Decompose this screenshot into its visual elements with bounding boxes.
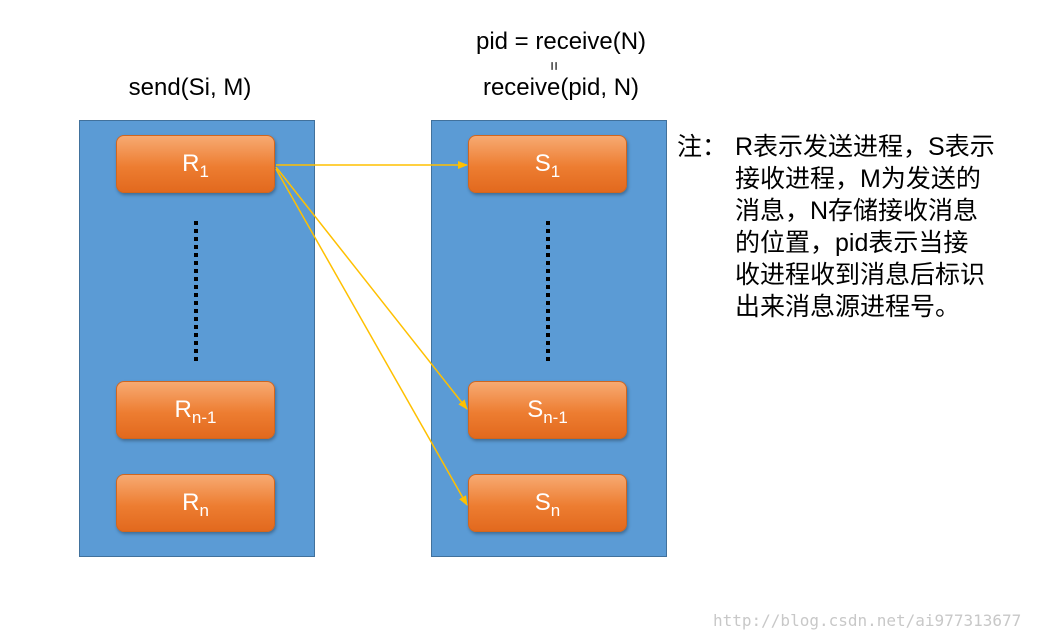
receive-with-pid-label: receive(pid, N) <box>482 74 640 101</box>
receive-call-label: pid = receive(N) <box>475 28 647 55</box>
process-label: R <box>182 489 200 516</box>
process-subscript: n <box>550 501 561 520</box>
equivalence-sign: = <box>545 61 562 71</box>
watermark: http://blog.csdn.net/ai977313677 <box>713 611 1022 630</box>
process-label: S <box>534 489 551 516</box>
note-line: 接收进程，M为发送的 <box>735 165 981 193</box>
process-label: S <box>534 150 551 177</box>
note-annotation: 注：R表示发送进程，S表示 接收进程，M为发送的 消息，N存储接收消息 的位置，… <box>677 131 995 323</box>
note-line: 的位置，pid表示当接 <box>735 229 969 257</box>
process-subscript: 1 <box>199 162 209 181</box>
process-subscript: n-1 <box>543 408 568 427</box>
process-label: R <box>182 150 200 177</box>
process-label: S <box>527 396 544 423</box>
process-subscript: 1 <box>550 162 561 181</box>
note-text: R表示发送进程，S表示 <box>735 133 995 161</box>
note-line: 消息，N存储接收消息 <box>735 197 979 225</box>
note-line: 注：R表示发送进程，S表示 <box>677 131 995 163</box>
process-subscript: n-1 <box>191 408 217 427</box>
note-line: 收进程收到消息后标识 <box>735 261 986 289</box>
process-label: R <box>174 396 192 423</box>
send-call-label: send(Si, M) <box>128 74 252 101</box>
note-line: 出来消息源进程号。 <box>735 293 961 321</box>
note-prefix: 注： <box>677 133 728 161</box>
process-subscript: n <box>199 501 209 520</box>
